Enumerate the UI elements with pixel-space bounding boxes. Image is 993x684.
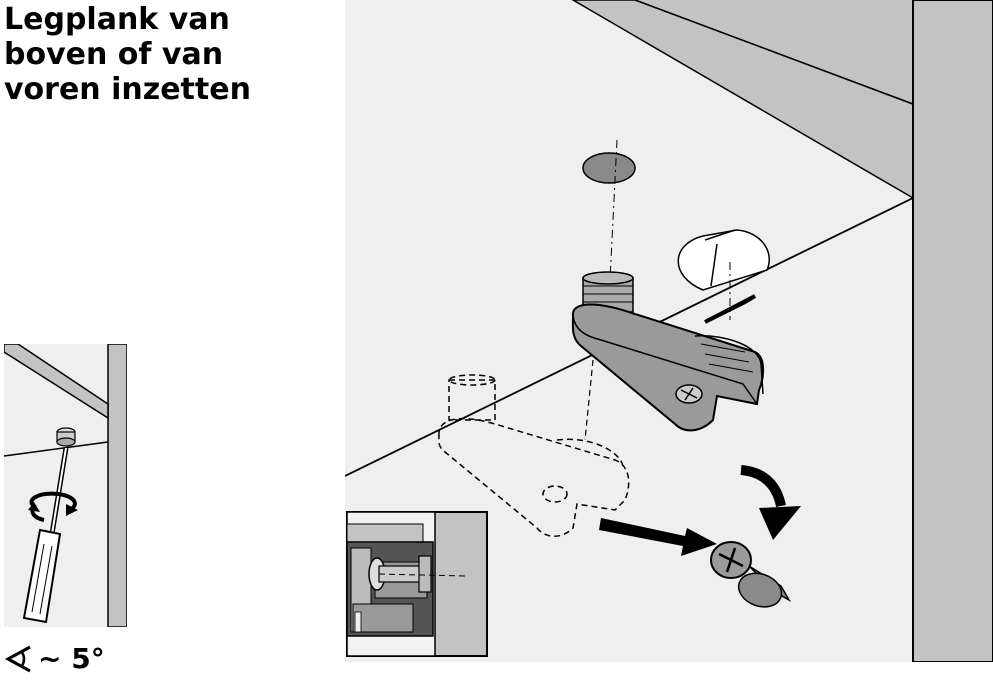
shelf-support-bracket	[571, 303, 765, 432]
ghost-bracket-outline	[438, 374, 630, 537]
title-line-3: voren inzetten	[4, 72, 251, 107]
angle-value: ~ 5°	[38, 641, 105, 675]
angle-note: ~ 5°	[4, 638, 105, 678]
title-line-2: boven of van	[4, 37, 224, 72]
cross-section-detail	[346, 511, 488, 657]
drill-hole	[582, 152, 636, 184]
rotate-arrow-icon	[28, 491, 78, 522]
direction-arrows-icon	[599, 465, 801, 556]
instruction-title: Legplank van boven of van voren inzetten	[4, 2, 304, 107]
screwdriver-illustration	[4, 344, 127, 627]
main-assembly-illustration	[345, 0, 993, 662]
screw	[710, 541, 792, 608]
screwdriver-icon	[22, 447, 69, 624]
title-line-1: Legplank van	[4, 2, 230, 37]
angle-icon	[4, 645, 31, 673]
